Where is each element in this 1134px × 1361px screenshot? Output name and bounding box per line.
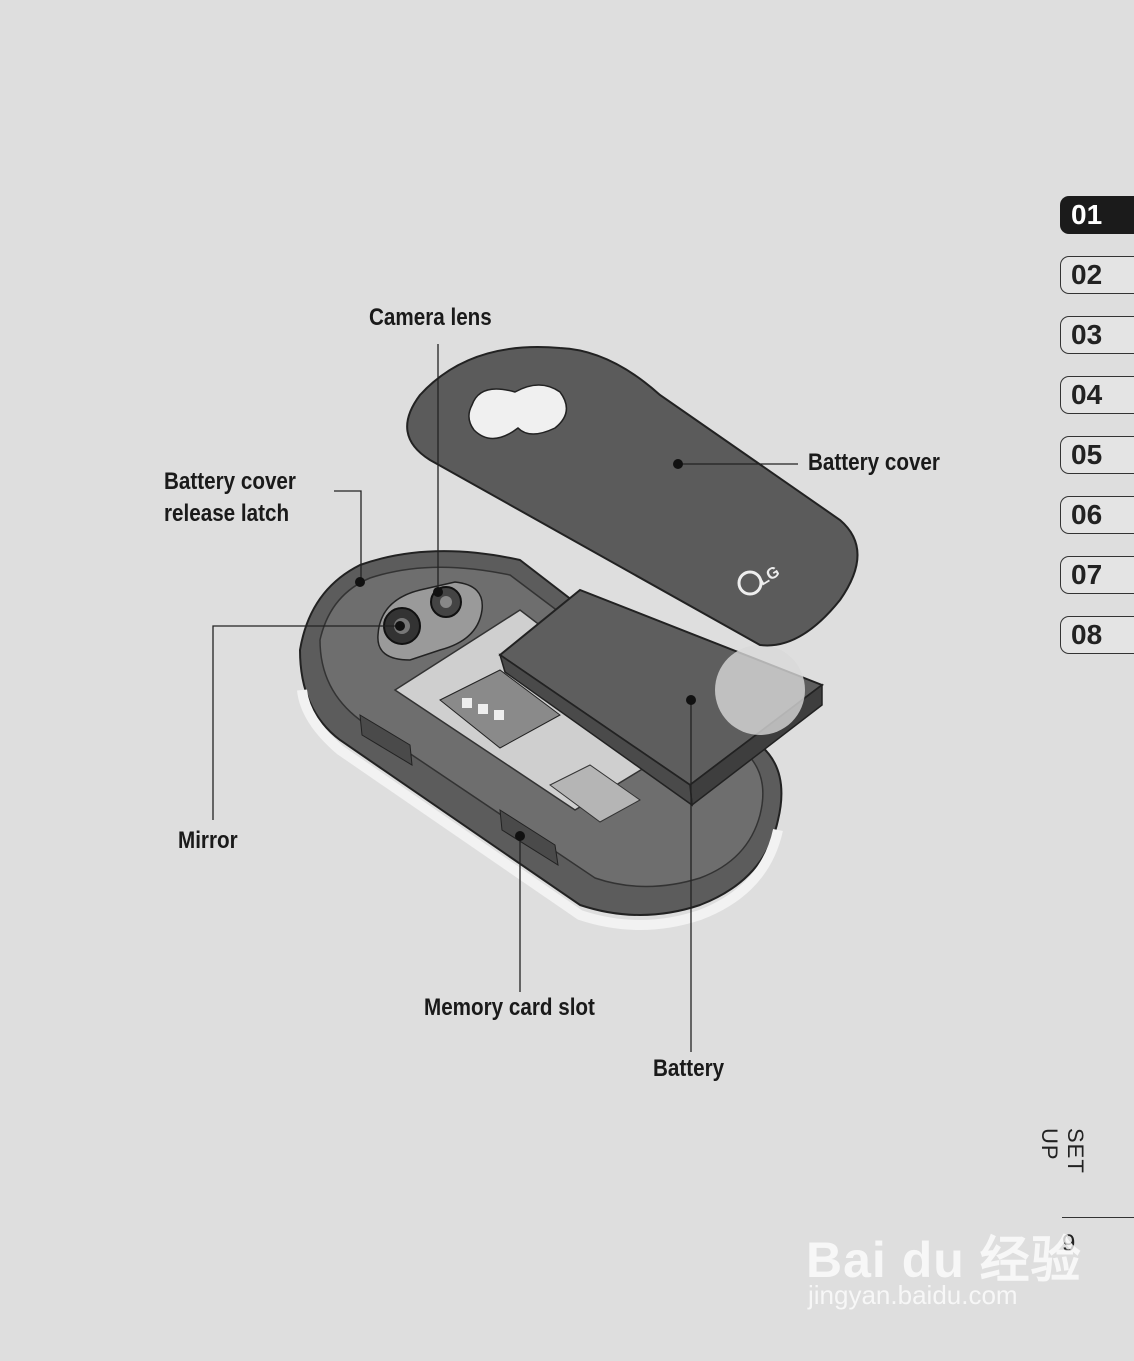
section-title: SET UP: [1037, 1128, 1088, 1174]
mirror-label: Mirror: [178, 827, 238, 854]
page-number: 9: [1062, 1230, 1076, 1257]
chapter-tab-08[interactable]: 08: [1060, 616, 1134, 654]
chapter-tab-07[interactable]: 07: [1060, 556, 1134, 594]
leader-lines: [212, 344, 798, 1052]
chapter-tab-04[interactable]: 04: [1060, 376, 1134, 414]
chapter-tab-06[interactable]: 06: [1060, 496, 1134, 534]
camera-lens-label: Camera lens: [369, 304, 492, 331]
phone-body: [297, 550, 783, 930]
battery-label: Battery: [653, 1055, 725, 1082]
chapter-tab-01[interactable]: 01: [1060, 196, 1134, 234]
chapter-tab-02[interactable]: 02: [1060, 256, 1134, 294]
latch-label-line1: Battery cover: [164, 468, 296, 495]
battery-cover-label: Battery cover: [808, 449, 940, 476]
watermark-url: jingyan.baidu.com: [808, 1280, 1018, 1310]
chapter-tab-05[interactable]: 05: [1060, 436, 1134, 474]
watermark-logo: Bai du 经验: [806, 1232, 1082, 1288]
battery-cover-illustration: LG: [406, 346, 859, 647]
latch-label-line2: release latch: [164, 500, 290, 527]
memory-card-slot-label: Memory card slot: [424, 994, 595, 1021]
page-divider: [1062, 1217, 1134, 1218]
battery-illustration: [498, 588, 825, 807]
chapter-tab-03[interactable]: 03: [1060, 316, 1134, 354]
callout-dots: [355, 459, 696, 841]
